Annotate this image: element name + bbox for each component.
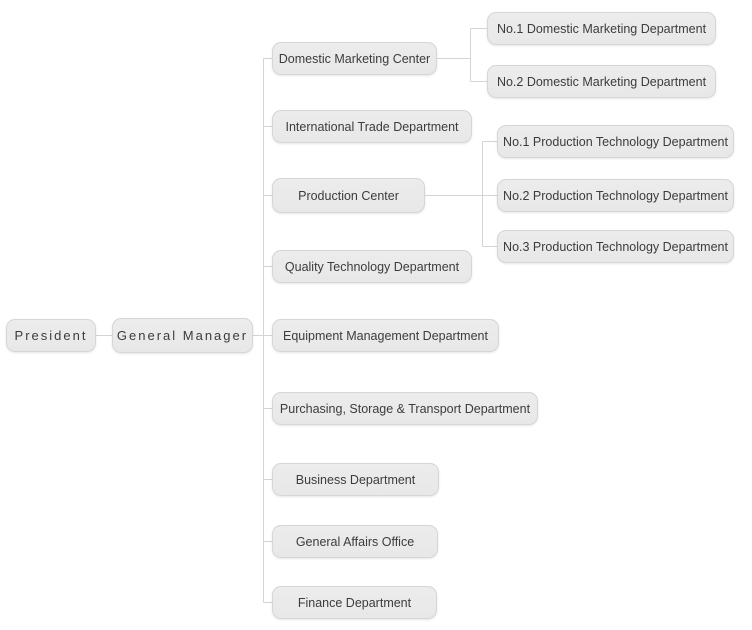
org-node-purchasing-storage-transport[interactable]: Purchasing, Storage & Transport Departme… bbox=[272, 392, 538, 425]
org-node-general-affairs[interactable]: General Affairs Office bbox=[272, 525, 438, 558]
org-node-general-manager[interactable]: General Manager bbox=[112, 318, 253, 353]
org-node-quality-technology[interactable]: Quality Technology Department bbox=[272, 250, 472, 283]
org-node-international-trade[interactable]: International Trade Department bbox=[272, 110, 472, 143]
org-node-president[interactable]: President bbox=[6, 319, 96, 352]
org-node-finance[interactable]: Finance Department bbox=[272, 586, 437, 619]
org-node-no1-domestic-marketing[interactable]: No.1 Domestic Marketing Department bbox=[487, 12, 716, 45]
org-node-equipment-management[interactable]: Equipment Management Department bbox=[272, 319, 499, 352]
org-node-business[interactable]: Business Department bbox=[272, 463, 439, 496]
org-node-no3-production-technology[interactable]: No.3 Production Technology Department bbox=[497, 230, 734, 263]
org-node-domestic-marketing-center[interactable]: Domestic Marketing Center bbox=[272, 42, 437, 75]
org-node-production-center[interactable]: Production Center bbox=[272, 178, 425, 213]
org-node-no2-domestic-marketing[interactable]: No.2 Domestic Marketing Department bbox=[487, 65, 716, 98]
org-node-no2-production-technology[interactable]: No.2 Production Technology Department bbox=[497, 179, 734, 212]
org-node-no1-production-technology[interactable]: No.1 Production Technology Department bbox=[497, 125, 734, 158]
